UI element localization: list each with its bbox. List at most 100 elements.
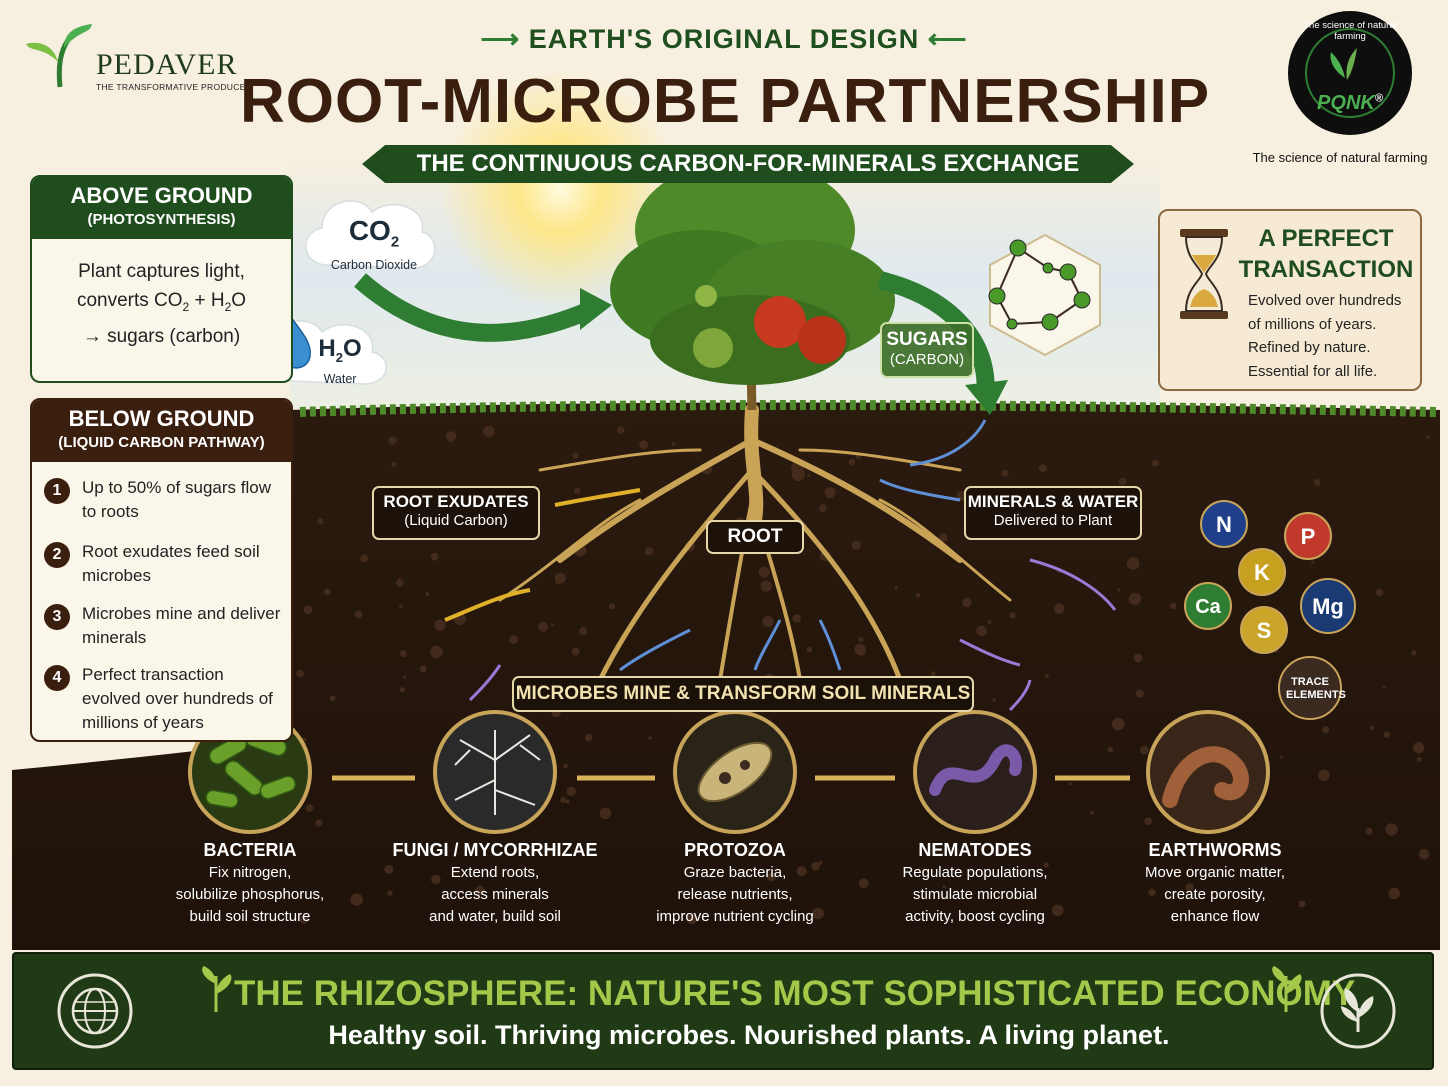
soil-speck xyxy=(930,671,936,676)
leaf-sprig-icon xyxy=(1272,966,1302,1012)
soil-speck xyxy=(1128,592,1142,606)
desc-line: Move organic matter, xyxy=(1144,864,1286,881)
soil-speck xyxy=(1322,726,1330,734)
desc-line: Extend roots, xyxy=(450,864,540,881)
pqnk-ring-text: The science of natural farming xyxy=(1303,20,1397,42)
soil-speck xyxy=(671,442,676,446)
microbe-arrows xyxy=(468,558,1117,712)
desc-line: Regulate populations, xyxy=(902,864,1048,881)
soil-speck xyxy=(303,605,313,615)
soil-speck xyxy=(1382,685,1386,689)
soil-speck xyxy=(1185,883,1194,892)
soil-speck xyxy=(434,619,446,631)
soil-speck xyxy=(858,637,864,643)
soil-speck xyxy=(648,736,652,740)
above-ground-panel: ABOVE GROUND (PHOTOSYNTHESIS) Plant capt… xyxy=(30,175,293,383)
text-converts-co: converts CO xyxy=(76,290,183,311)
soil-speck xyxy=(811,861,820,871)
pqnk-seal[interactable]: The science of natural farming PQNK® xyxy=(1285,8,1415,138)
kicker-text: EARTH'S ORIGINAL DESIGN xyxy=(528,24,920,54)
soil-speck xyxy=(354,610,363,619)
arrow-right-icon: ⟶ xyxy=(480,24,521,54)
soil-speck xyxy=(1135,689,1144,698)
soil-speck xyxy=(1054,603,1065,614)
molecule-icon xyxy=(988,239,1091,331)
step-text: Microbes mine and deliver minerals xyxy=(82,604,281,647)
soil-speck xyxy=(399,604,403,609)
soil-speck xyxy=(1044,673,1049,678)
desc-line: Graze bacteria, xyxy=(683,864,787,881)
soil-speck xyxy=(1375,588,1384,597)
co2-label: Carbon Dioxide xyxy=(330,257,418,272)
soil-speck xyxy=(425,592,430,597)
soil-speck xyxy=(1411,650,1417,656)
soil-speck xyxy=(1385,823,1398,836)
soil-speck xyxy=(388,436,397,445)
nutrient-n-badge: N xyxy=(1200,500,1248,548)
soil-speck xyxy=(939,533,948,543)
co2-cloud-icon xyxy=(305,200,436,269)
below-ground-header: BELOW GROUND (LIQUID CARBON PATHWAY) xyxy=(32,400,291,462)
soil-speck xyxy=(391,461,397,467)
soil-speck xyxy=(538,621,548,632)
soil-speck xyxy=(645,547,654,556)
below-ground-subtitle: (LIQUID CARBON PATHWAY) xyxy=(58,434,265,451)
plant-foliage xyxy=(610,160,895,411)
sugars-tag: SUGARS (CARBON) xyxy=(880,322,974,378)
text-o: O xyxy=(231,290,247,311)
desc-line: release nutrients, xyxy=(677,886,793,903)
step-text: Perfect transaction evolved over hundred… xyxy=(82,665,273,732)
perfect-title: A PERFECT TRANSACTION xyxy=(1238,225,1414,283)
nutrient-mg-badge: Mg xyxy=(1300,578,1356,634)
brand-name: PEDAVER xyxy=(96,48,238,81)
brand-logo[interactable]: PEDAVER THE TRANSFORMATIVE PRODUCER xyxy=(24,22,264,102)
soil-speck xyxy=(848,458,856,466)
below-ground-title: BELOW GROUND xyxy=(68,406,255,431)
desc-line: access minerals xyxy=(441,886,549,903)
step-text: Root exudates feed soil microbes xyxy=(82,542,260,585)
desc-line: activity, boost cycling xyxy=(905,908,1045,925)
soil-speck xyxy=(445,431,457,442)
desc-line: and water, build soil xyxy=(429,908,561,925)
root-exudates-sub: (Liquid Carbon) xyxy=(404,512,508,529)
soil-speck xyxy=(550,623,554,627)
desc-line: stimulate microbial xyxy=(912,886,1038,903)
soil-speck xyxy=(1126,557,1140,570)
soil-speck xyxy=(1144,817,1153,826)
co2-arrow xyxy=(354,273,594,342)
leaf-badge-icon xyxy=(1320,973,1396,1049)
root-tag: ROOT xyxy=(706,520,804,554)
organism-name: BACTERIA xyxy=(203,840,297,860)
organism-desc: Fix nitrogen, solubilize phosphorus, bui… xyxy=(140,862,360,928)
soil-speck xyxy=(384,865,394,874)
plant-roots xyxy=(498,403,1012,683)
soil-speck xyxy=(812,907,824,920)
soil-speck xyxy=(639,440,649,450)
soil-speck xyxy=(475,885,485,895)
organism-desc: Extend roots, access minerals and water,… xyxy=(385,862,605,928)
page-title: ROOT-MICROBE PARTNERSHIP xyxy=(239,67,1211,136)
step-number: 2 xyxy=(44,542,70,568)
soil-speck xyxy=(315,819,323,827)
subscript-2: 2 xyxy=(182,299,190,314)
pqnk-caption: The science of natural farming xyxy=(1252,150,1428,165)
soil-speck xyxy=(894,585,898,590)
hourglass-icon xyxy=(1180,229,1228,319)
soil-speck xyxy=(824,487,836,499)
organism-desc: Regulate populations, stimulate microbia… xyxy=(865,862,1085,928)
arrow-left-icon: ⟵ xyxy=(927,24,968,54)
soil-speck xyxy=(571,647,580,656)
soil-speck xyxy=(329,695,336,702)
exudate-arrows xyxy=(444,488,641,622)
footer-banner: THE RHIZOSPHERE: NATURE'S MOST SOPHISTIC… xyxy=(12,952,1434,1070)
soil-speck xyxy=(806,646,813,653)
soil-speck xyxy=(1298,900,1306,908)
soil-speck xyxy=(572,452,579,459)
soil-speck xyxy=(858,878,869,889)
brand-tagline: THE TRANSFORMATIVE PRODUCER xyxy=(96,82,253,92)
soil-speck xyxy=(1418,848,1430,860)
soil-speck xyxy=(360,554,369,563)
soil-speck xyxy=(585,733,593,742)
soil-speck xyxy=(1001,469,1009,477)
desc-line: create porosity, xyxy=(1164,886,1266,903)
